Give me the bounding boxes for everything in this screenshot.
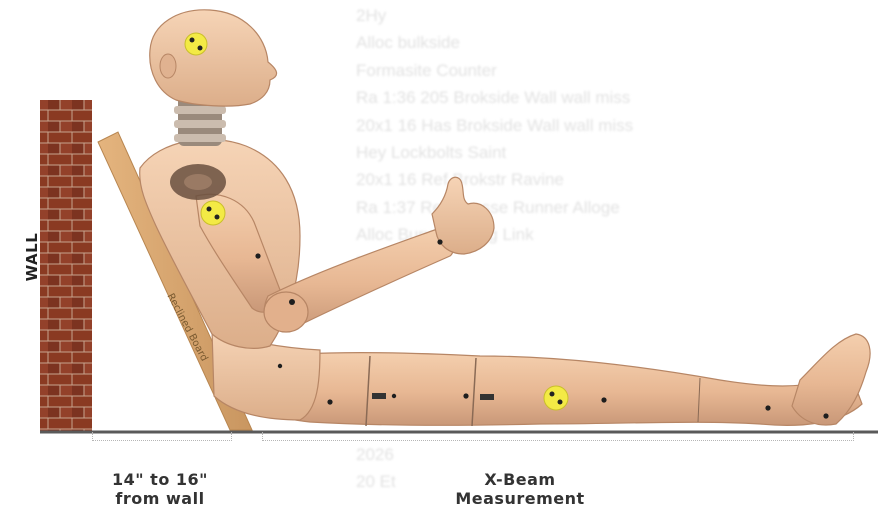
x-beam-line2: Measurement xyxy=(400,489,640,508)
distance-bracket-left xyxy=(92,432,232,441)
x-beam-caption: X-Beam Measurement xyxy=(400,470,640,508)
wall-distance-line1: 14" to 16" xyxy=(60,470,260,489)
wall-distance-caption: 14" to 16" from wall xyxy=(60,470,260,508)
x-beam-line1: X-Beam xyxy=(400,470,640,489)
wall-label: WALL xyxy=(23,219,41,295)
measurement-bracket-right xyxy=(262,432,854,441)
brick-wall xyxy=(40,100,92,432)
calibration-target-head xyxy=(185,33,207,55)
wall-distance-line2: from wall xyxy=(60,489,260,508)
crash-test-dummy xyxy=(140,10,870,426)
calibration-target-shoulder xyxy=(201,201,225,225)
dummy-foot xyxy=(792,334,870,425)
calibration-target-knee xyxy=(544,386,568,410)
